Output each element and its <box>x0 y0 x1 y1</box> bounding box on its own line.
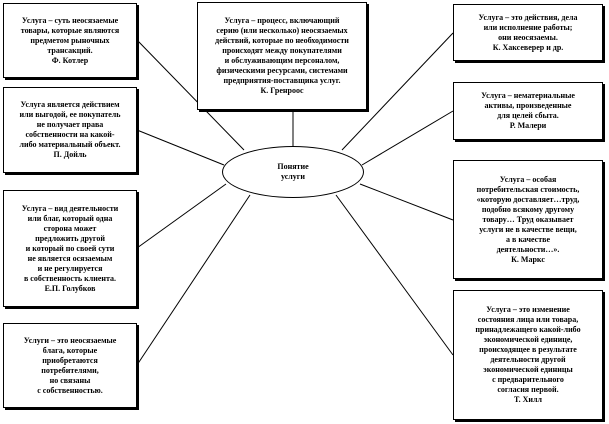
definition-line: подобно всякому другому <box>481 204 575 214</box>
definition-line: сторона может <box>43 223 97 233</box>
definition-line: для целей сбыта. <box>497 111 559 120</box>
definition-line: происходящее в результате <box>479 345 577 354</box>
definition-line: потребителями, <box>41 365 99 375</box>
definition-line: Услуга – процесс, включающий <box>224 16 340 25</box>
connector-right-2 <box>361 110 454 166</box>
definition-line: Услуга – нематериальные <box>481 91 575 100</box>
definition-line: и который по своей сути <box>25 243 115 253</box>
definition-line: товары, которые являются <box>20 25 120 35</box>
definition-line: собственности на какой- <box>25 130 115 139</box>
definition-line: активы, произведенные <box>484 101 572 110</box>
definition-line: и обслуживающим персоналом, <box>224 56 340 65</box>
definition-line: «которую доставляет…труд, <box>476 194 580 204</box>
definition-line: Услуга – вид деятельности <box>21 203 119 213</box>
definition-line: Услуга – это изменение <box>486 305 570 314</box>
definition-line: или выгодой, ее покупатель <box>19 110 121 119</box>
connector-left-3 <box>136 183 227 249</box>
definition-line: Услуга – суть неосязаемые <box>21 15 119 25</box>
definition-line: предприятия-поставщика услуг. <box>223 76 341 85</box>
definition-line: а в качестве <box>506 234 550 244</box>
connector-right-3 <box>359 183 454 221</box>
definition-line: принадлежащего какой-либо <box>475 325 581 334</box>
definition-line: предложить другой <box>35 233 105 243</box>
definition-line: приобретаются <box>42 355 98 365</box>
definition-line: либо материальный объект. <box>19 140 121 149</box>
definition-line: или исполнение работы; <box>483 22 573 32</box>
definition-line: с предварительного <box>492 375 564 384</box>
definition-line: экономической единицы <box>483 365 573 374</box>
connector-right-4 <box>335 194 454 356</box>
definition-line: физическими ресурсами, системами <box>216 66 348 75</box>
definition-line: деятельности другой <box>490 355 566 364</box>
definition-line: П. Дойль <box>53 150 87 159</box>
definition-line: Услуга является действием <box>20 100 120 109</box>
definition-line: согласия первой. <box>497 385 559 394</box>
definition-line: Р. Малери <box>509 121 547 130</box>
definition-line: они неосязаемы. <box>498 32 558 42</box>
definition-line: или благ, который одна <box>27 213 113 223</box>
definition-line: товару… Труд оказывает <box>482 214 574 224</box>
definition-line: Услуга – это действия, дела <box>478 12 578 22</box>
definition-line: Ф. Котлер <box>51 55 89 65</box>
definition-line: Понятие <box>277 162 309 171</box>
definition-line: К. Маркс <box>511 254 545 264</box>
connector-left-2 <box>136 129 225 166</box>
definition-line: экономической единице, <box>483 335 573 344</box>
definition-line: блага, которые <box>42 345 98 355</box>
definition-line: услуги не в качестве вещи, <box>479 224 577 234</box>
definition-line: предметом рыночных <box>30 35 110 45</box>
definition-line: Услуга – особая <box>499 174 557 184</box>
definition-line: но связаны <box>49 375 91 385</box>
definition-line: Е.П. Голубков <box>44 283 96 293</box>
definition-line: не получает права <box>36 120 104 129</box>
definition-line: Услуги – это неосязаемые <box>23 335 117 345</box>
definition-line: Т. Хилл <box>514 395 542 404</box>
definition-line: в собственность клиента. <box>23 273 117 283</box>
definition-line: потребительская стоимость, <box>476 184 580 194</box>
definition-line: действий, которые по необходимости <box>215 36 349 45</box>
definition-line: К. Хаксеверер и др. <box>492 42 564 52</box>
definition-line: К. Гренроос <box>260 86 304 95</box>
definition-line: происходят между покупателями <box>222 46 342 55</box>
definition-line: деятельности…». <box>496 244 560 254</box>
definition-line: услуги <box>280 172 306 181</box>
definition-line: и не регулируется <box>37 263 103 273</box>
definition-line: серию (или несколько) неосязаемых <box>216 26 348 35</box>
definition-line: не является осязаемым <box>27 253 113 263</box>
definition-line: трансакций. <box>47 45 93 55</box>
connector-left-4 <box>136 194 251 366</box>
definition-line: с собственностью. <box>37 385 103 395</box>
definition-line: состояния лица или товара, <box>477 315 579 324</box>
